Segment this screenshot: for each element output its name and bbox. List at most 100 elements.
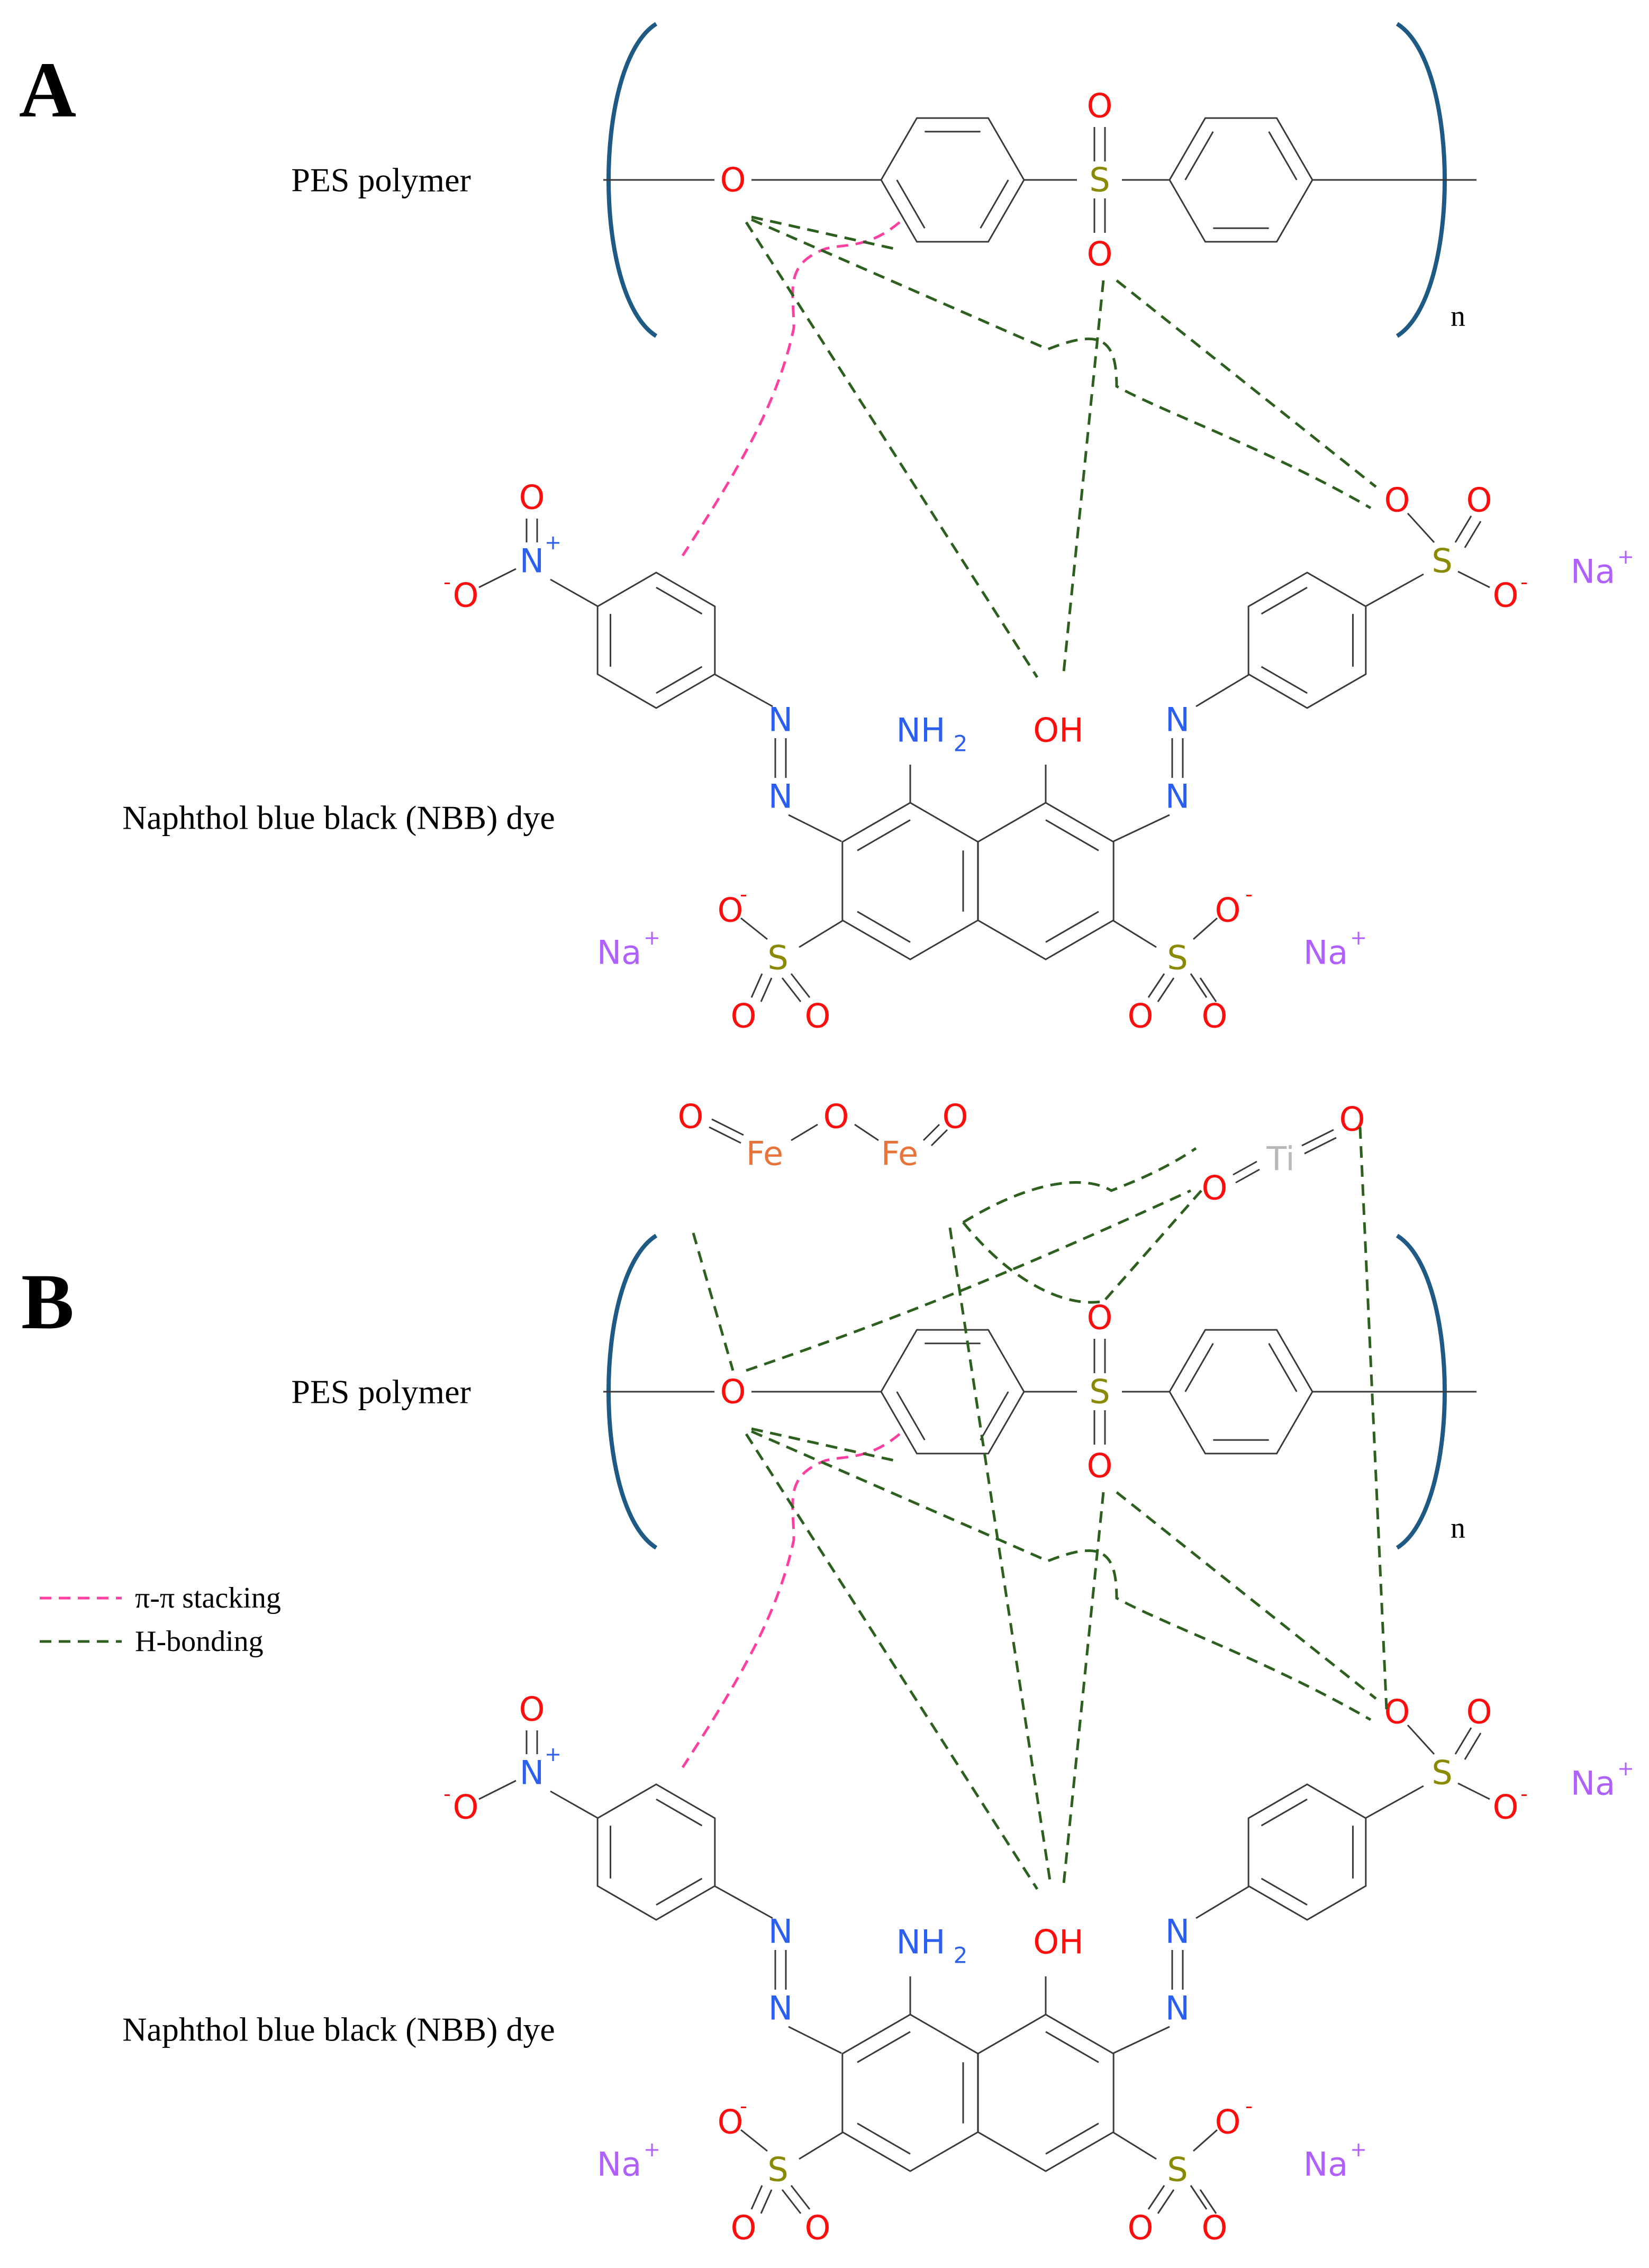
- nitrophenyl-ring: [596, 571, 716, 709]
- amine-subscript: 2: [954, 1943, 968, 1968]
- bond: [709, 1126, 741, 1144]
- bond: [790, 973, 811, 998]
- azo-bond: [1113, 814, 1170, 842]
- azo-bond: [714, 1885, 773, 1919]
- legend-item-label: π-π stacking: [135, 1582, 281, 1614]
- bond: [1193, 2129, 1218, 2152]
- bond: [1157, 2189, 1175, 2214]
- oxygen-atom: O: [731, 997, 757, 1036]
- bond: [760, 2189, 773, 2214]
- pes-ring-right: [1168, 1329, 1313, 1455]
- bond: [1301, 1129, 1334, 1147]
- oxygen-atom: O: [1215, 891, 1241, 930]
- oxygen-atom: O: [519, 1690, 545, 1729]
- h-bond-line: [948, 1227, 1052, 1884]
- bond: [781, 2189, 802, 2214]
- oxygen-atom: O: [1128, 997, 1154, 1036]
- h-bond-line: [745, 221, 1039, 678]
- h-bond-line: [692, 1232, 735, 1371]
- bond: [1147, 2185, 1165, 2210]
- h-bond-line: [750, 1430, 1372, 1721]
- bond: [930, 1129, 948, 1147]
- charge-sign: -: [1520, 570, 1528, 594]
- charge-sign: -: [1245, 2094, 1253, 2118]
- sulfonate-bond: [1113, 920, 1157, 948]
- sulfophenyl-ring: [1247, 571, 1367, 709]
- sulfur-atom: S: [1089, 161, 1110, 199]
- nitrogen-atom: N: [768, 1912, 793, 1951]
- aromatic-double-bond: [1268, 131, 1298, 180]
- sulfur-atom: S: [767, 939, 788, 977]
- bond: [1199, 2189, 1217, 2214]
- azo-bond: [1195, 1885, 1249, 1919]
- sulfur-atom: S: [1167, 2151, 1188, 2189]
- bond: [1190, 2185, 1208, 2210]
- sulfur-atom: S: [1167, 939, 1188, 977]
- nitro-bond: [550, 1790, 599, 1819]
- nbb-dye-label: Naphthol blue black (NBB) dye: [122, 2011, 555, 2048]
- charge-sign: -: [740, 883, 747, 906]
- bond: [1233, 1160, 1257, 1176]
- aromatic-double-bond: [1045, 2122, 1099, 2155]
- bond: [740, 917, 768, 940]
- sulfonate-bond: [1113, 2131, 1157, 2160]
- sulfur-atom: S: [1089, 1373, 1110, 1411]
- oxygen-atom: O: [1202, 997, 1228, 1036]
- legend-item-label: H-bonding: [135, 1625, 264, 1658]
- nitro-bond: [478, 568, 517, 588]
- aromatic-double-bond: [896, 1391, 926, 1440]
- bond: [1407, 512, 1435, 543]
- hydroxyl-group: OH: [1033, 1923, 1083, 1962]
- bond: [1304, 1137, 1337, 1155]
- aromatic-double-bond: [656, 666, 703, 694]
- nitrogen-atom: N: [768, 777, 793, 816]
- aromatic-double-bond: [1045, 911, 1099, 943]
- sodium-ion: Na: [597, 2145, 641, 2184]
- charge-sign: +: [1350, 2138, 1367, 2161]
- charge-sign: -: [443, 1782, 451, 1806]
- sulfur-atom: S: [1431, 542, 1452, 580]
- bond: [1464, 1732, 1482, 1760]
- h-bond-line: [745, 1433, 1039, 1890]
- repeat-subscript: n: [1451, 1512, 1465, 1545]
- aromatic-double-bond: [857, 819, 911, 851]
- h-bond-line: [962, 1221, 1101, 1304]
- pes-polymer-label: PES polymer: [291, 1373, 471, 1411]
- oxygen-atom: O: [1384, 481, 1410, 520]
- bond: [781, 977, 802, 1002]
- bond: [854, 1123, 879, 1141]
- bond: [1190, 973, 1208, 998]
- oxygen-atom: O: [1466, 481, 1492, 520]
- iron-atom: Fe: [881, 1135, 918, 1173]
- aromatic-double-bond: [857, 911, 911, 943]
- amine-group: NH: [896, 711, 946, 750]
- oxygen-atom: O: [1493, 1788, 1519, 1827]
- aromatic-double-bond: [896, 179, 926, 229]
- sodium-ion: Na: [1303, 2145, 1348, 2184]
- charge-sign: +: [644, 2138, 660, 2161]
- azo-bond: [1195, 674, 1249, 707]
- aromatic-double-bond: [857, 2031, 911, 2063]
- sodium-ion: Na: [1571, 1764, 1615, 1803]
- oxygen-atom: O: [1128, 2209, 1154, 2247]
- h-bond-line: [746, 1189, 1192, 1372]
- charge-sign: +: [545, 1743, 561, 1766]
- amine-subscript: 2: [954, 731, 968, 757]
- repeat-subscript: n: [1451, 300, 1465, 333]
- bond: [1464, 521, 1482, 548]
- bond: [1235, 1168, 1260, 1184]
- sulfur-atom: S: [1431, 1754, 1452, 1792]
- oxygen-atom: O: [519, 478, 545, 517]
- oxygen-atom: O: [1493, 576, 1519, 615]
- nitrogen-atom: N: [520, 542, 544, 580]
- azo-bond: [1113, 2026, 1170, 2054]
- bond: [790, 2185, 811, 2210]
- nitrogen-atom: N: [1165, 1989, 1190, 2028]
- pes-ring-left: [880, 1329, 1025, 1455]
- panel-letter: A: [19, 46, 76, 134]
- titanium-atom: Ti: [1266, 1140, 1294, 1178]
- h-bond-line: [751, 1427, 895, 1462]
